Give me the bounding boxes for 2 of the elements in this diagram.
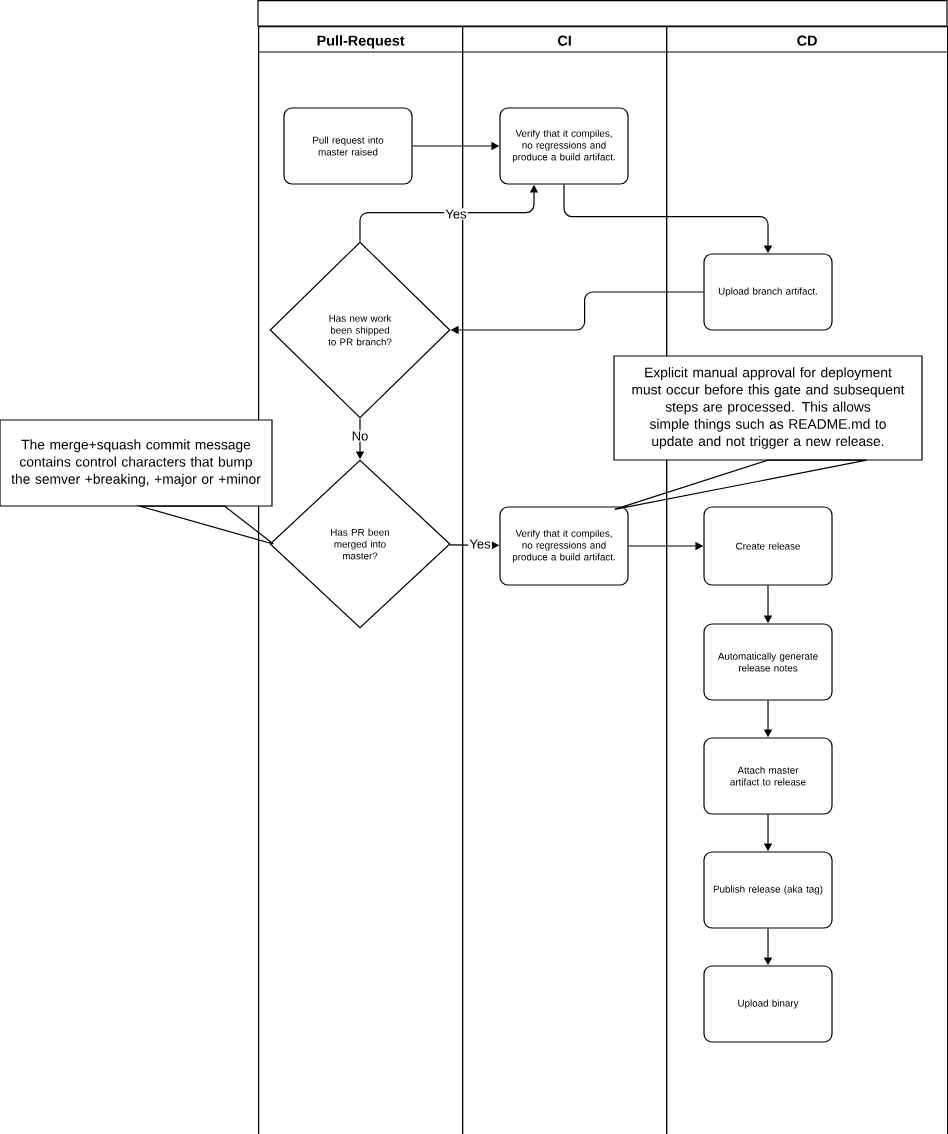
leader-line: [135, 505, 277, 546]
leader-line: [614, 459, 868, 510]
